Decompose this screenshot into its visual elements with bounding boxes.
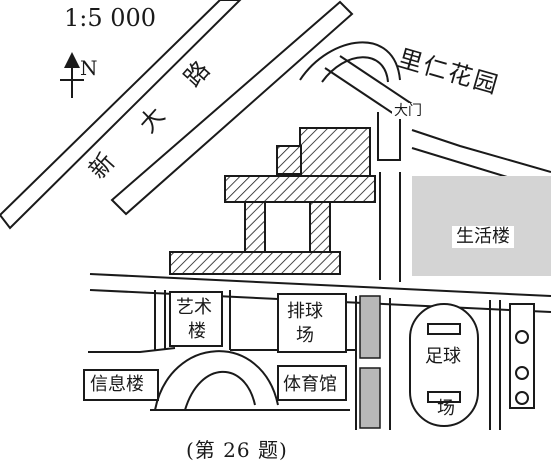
garden-roundabout bbox=[299, 41, 413, 119]
volleyball-label-line1: 排球 bbox=[287, 301, 323, 322]
north-arrow-head bbox=[64, 52, 80, 68]
north-arrow-icon bbox=[60, 52, 84, 98]
main-building-pillar-left bbox=[244, 201, 266, 253]
road-gate-north bbox=[377, 112, 401, 161]
basketball-courts bbox=[509, 303, 535, 409]
gate-road-1 bbox=[324, 67, 401, 119]
football-label-line2: 场 bbox=[437, 398, 455, 419]
main-building bbox=[169, 127, 376, 275]
football-pitch bbox=[409, 303, 479, 427]
new-road bbox=[0, 0, 354, 230]
gymnasium-label: 体育馆 bbox=[283, 374, 337, 395]
gate-road-2 bbox=[339, 55, 413, 105]
garden-arc bbox=[299, 41, 401, 81]
main-building-middle bbox=[224, 175, 376, 203]
info-building bbox=[83, 369, 159, 401]
main-building-top bbox=[299, 127, 371, 177]
gym-arc-outer bbox=[154, 350, 279, 411]
figure-caption: (第 26 题) bbox=[186, 438, 288, 462]
north-label: N bbox=[80, 56, 98, 80]
road-east-west-top bbox=[89, 273, 551, 297]
art-building-label-line1: 艺术 bbox=[176, 297, 212, 318]
basketball-circle-3 bbox=[515, 391, 529, 405]
main-building-base bbox=[169, 251, 341, 275]
football-goal-bottom bbox=[427, 391, 461, 403]
gray-strip-north bbox=[359, 295, 381, 359]
volleyball-court bbox=[277, 293, 347, 353]
art-building bbox=[169, 291, 223, 347]
basketball-circle-2 bbox=[515, 366, 529, 380]
main-building-annex bbox=[276, 145, 302, 175]
gym-arc-inner bbox=[184, 370, 256, 411]
basketball-circle-1 bbox=[515, 330, 529, 344]
gray-strip-south bbox=[359, 367, 381, 429]
campus-roads bbox=[88, 112, 551, 430]
football-label-line1: 足球 bbox=[425, 346, 461, 367]
art-building-label-line2: 楼 bbox=[188, 321, 206, 342]
football-goal-top bbox=[427, 323, 461, 335]
new-road-outer-band bbox=[0, 0, 242, 230]
road-upper-east bbox=[411, 129, 551, 173]
gymnasium bbox=[277, 365, 347, 401]
gate-label: 大门 bbox=[392, 103, 424, 119]
volleyball-label-line2: 场 bbox=[296, 325, 314, 346]
garden-arc-inner bbox=[321, 56, 389, 83]
info-building-label: 信息楼 bbox=[90, 374, 144, 395]
gym-arc bbox=[150, 350, 350, 411]
road-south-curve bbox=[88, 347, 176, 353]
new-road-inner-band bbox=[110, 0, 354, 216]
main-building-pillar-right bbox=[309, 201, 331, 253]
map-scale: 1:5 000 bbox=[64, 4, 157, 32]
basketball-strip bbox=[509, 303, 535, 409]
living-building-label: 生活楼 bbox=[452, 226, 514, 248]
